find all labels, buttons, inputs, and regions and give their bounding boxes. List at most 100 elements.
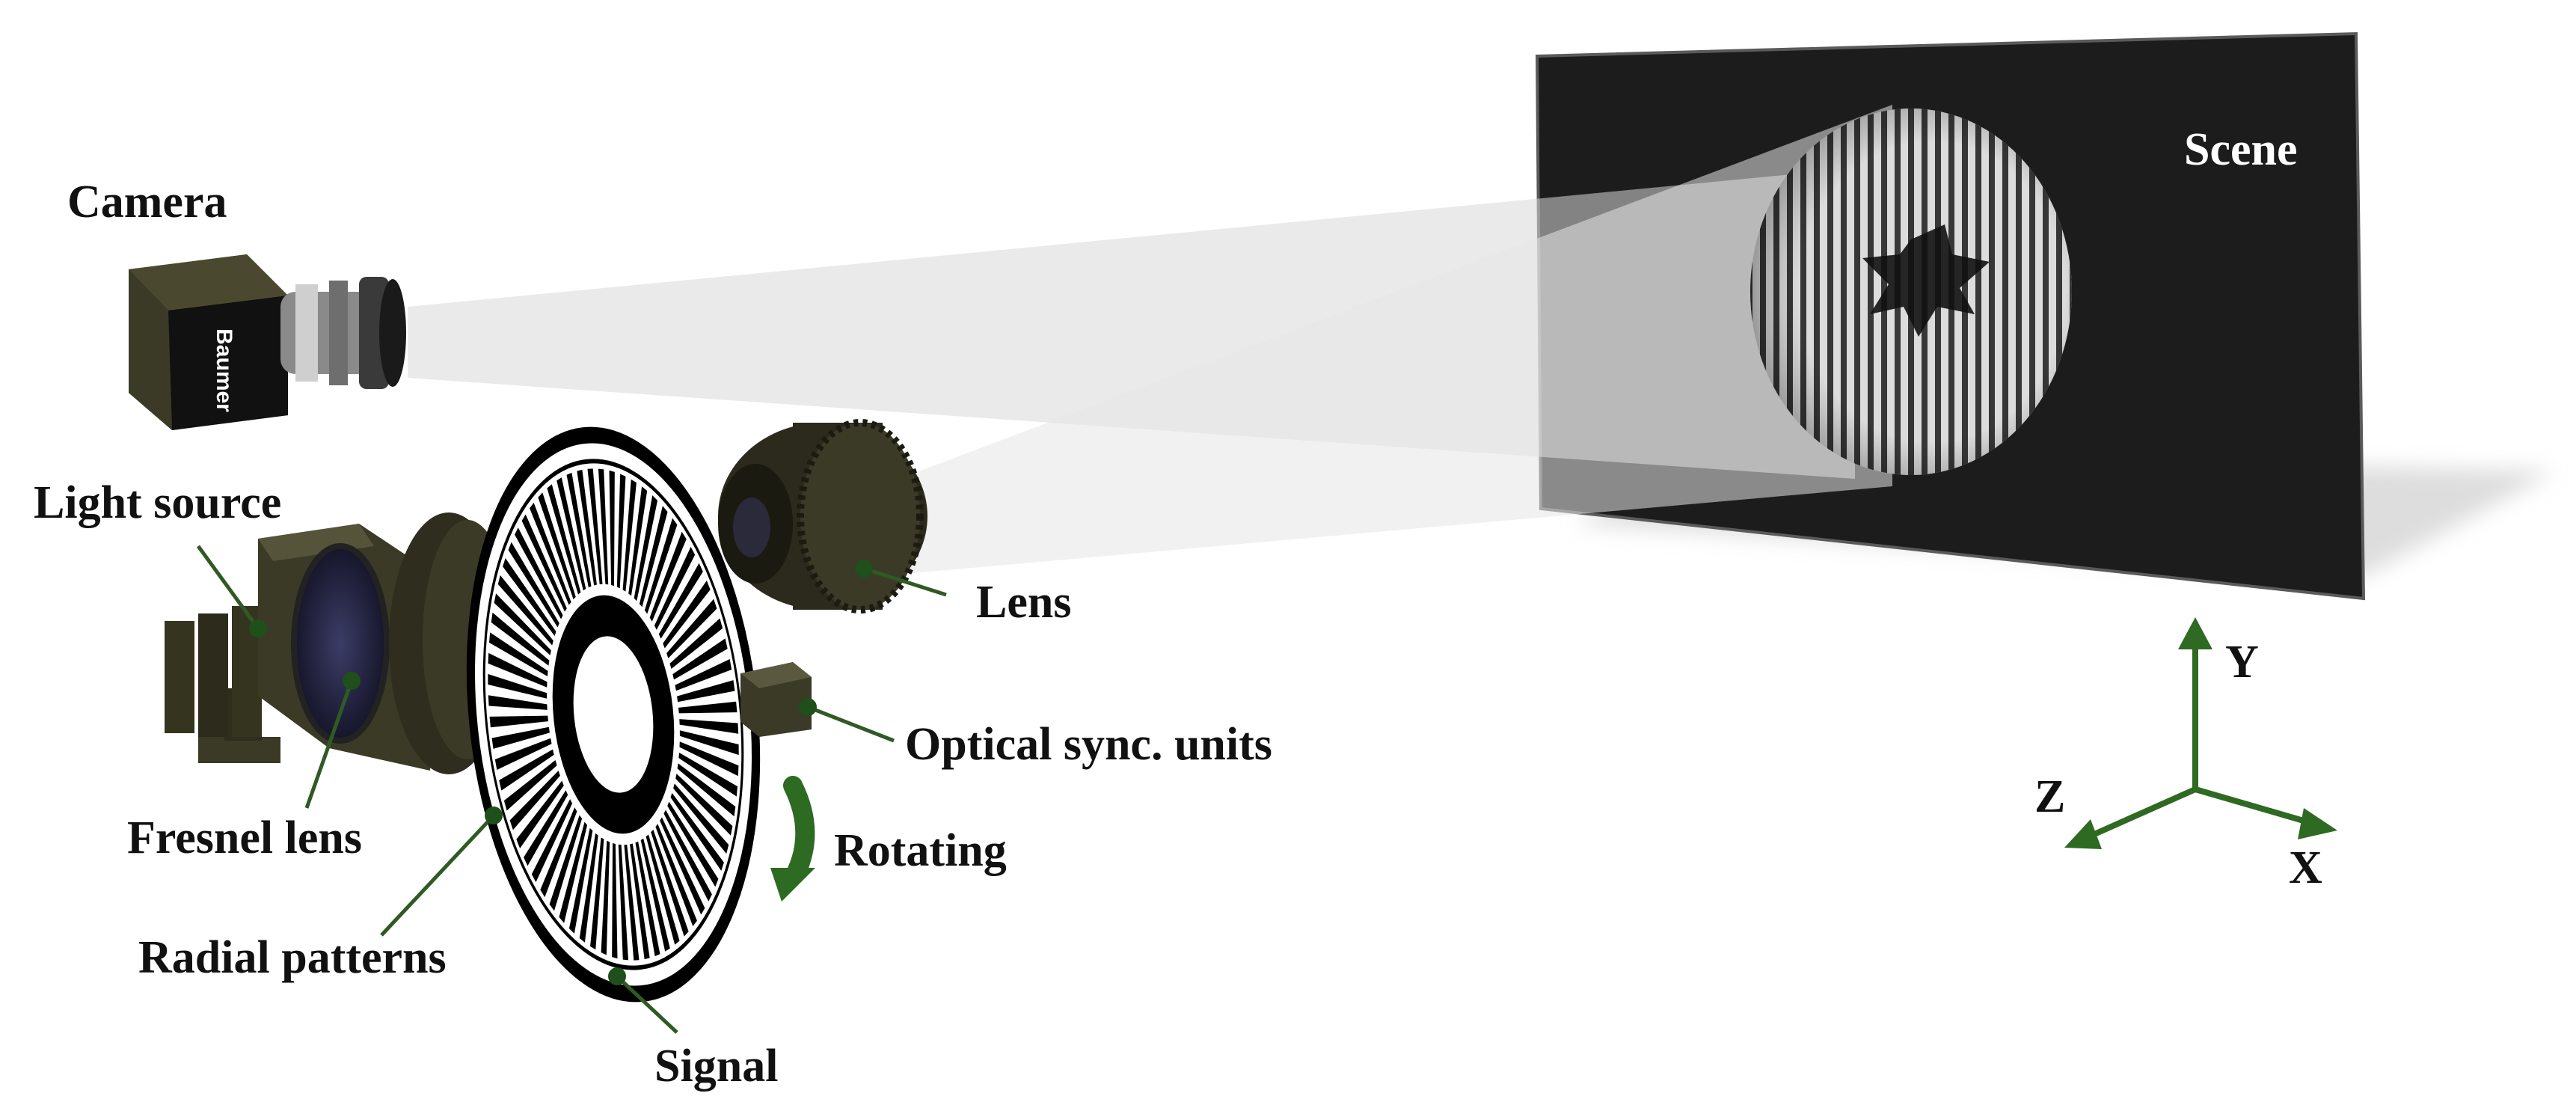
optical-sync-units-label: Optical sync. units bbox=[905, 719, 1272, 770]
object-silhouette bbox=[1862, 224, 1990, 337]
radial-spoke bbox=[639, 506, 668, 608]
light-source-label: Light source bbox=[34, 477, 281, 528]
radial-spoke bbox=[489, 715, 548, 728]
radial-spoke bbox=[624, 845, 640, 961]
rotating-label: Rotating bbox=[834, 825, 1007, 876]
radial-spoke bbox=[516, 780, 564, 849]
projection-lens bbox=[718, 419, 927, 613]
radial-spoke bbox=[503, 558, 556, 637]
radial-spoke bbox=[509, 771, 560, 830]
radial-spoke bbox=[566, 472, 592, 588]
fresnel-lens-glass bbox=[291, 543, 390, 744]
z-axis-arrowhead bbox=[2064, 819, 2102, 849]
radial-spoke bbox=[508, 542, 559, 628]
radial-spoke bbox=[521, 514, 567, 612]
radial-spoke bbox=[579, 833, 598, 943]
camera-brand-logo: Baumer bbox=[212, 328, 236, 412]
radial-spoke bbox=[679, 730, 739, 756]
rotation-arrow-head bbox=[770, 868, 815, 902]
radial-spoke bbox=[515, 527, 563, 619]
radial-spoke bbox=[601, 840, 610, 955]
radial-spoke bbox=[491, 726, 550, 749]
radial-spoke bbox=[538, 492, 576, 600]
radial-spoke bbox=[651, 829, 689, 937]
radial-spoke bbox=[488, 673, 548, 699]
radial-spoke bbox=[524, 790, 568, 866]
radial-spoke bbox=[540, 807, 577, 898]
radial-spoke bbox=[628, 486, 648, 596]
radial-spoke bbox=[634, 495, 658, 602]
radial-spoke bbox=[559, 821, 588, 923]
x-axis-label: X bbox=[2289, 842, 2322, 893]
scene-label: Scene bbox=[2184, 124, 2298, 175]
radial-spoke bbox=[663, 810, 712, 902]
radial-spoke bbox=[677, 680, 735, 703]
x-axis bbox=[2194, 786, 2313, 826]
radial-spoke bbox=[549, 815, 583, 911]
leader-lines bbox=[196, 545, 947, 1034]
radial-spoke bbox=[673, 783, 729, 854]
light-source bbox=[165, 512, 512, 774]
radial-spoke bbox=[499, 749, 554, 791]
radial-spoke bbox=[669, 618, 723, 669]
radial-spoke bbox=[649, 531, 687, 622]
coordinate-axes bbox=[2064, 617, 2337, 849]
radial-spoke bbox=[488, 652, 548, 688]
radial-pattern-disk bbox=[466, 426, 761, 1003]
radial-spoke bbox=[488, 695, 548, 710]
radial-spoke bbox=[556, 477, 586, 591]
x-axis-arrowhead bbox=[2298, 808, 2337, 839]
radial-spoke bbox=[503, 760, 557, 811]
fresnel-lens-leader bbox=[304, 680, 354, 809]
radial-spoke bbox=[640, 838, 670, 952]
radial-spoke bbox=[609, 470, 615, 587]
radial-spoke bbox=[644, 518, 678, 614]
signal-leader bbox=[616, 975, 678, 1034]
light-source-leader bbox=[196, 545, 260, 630]
radial-spoke bbox=[663, 580, 711, 649]
radial-spoke bbox=[622, 479, 637, 592]
lens-leader bbox=[863, 566, 947, 597]
z-axis bbox=[2093, 786, 2197, 837]
radial-spoke bbox=[590, 837, 604, 950]
radial-spoke bbox=[655, 824, 697, 927]
z-axis-label: Z bbox=[2034, 771, 2065, 822]
radial-spoke bbox=[678, 752, 738, 797]
radial-spoke bbox=[612, 842, 618, 959]
radial-spoke bbox=[531, 799, 573, 883]
radial-spoke bbox=[630, 843, 650, 960]
radial-spoke bbox=[654, 546, 696, 630]
radial-patterns-label: Radial patterns bbox=[138, 932, 447, 983]
leader-dots bbox=[249, 560, 873, 985]
y-axis-label: Y bbox=[2225, 637, 2259, 688]
signal-label: Signal bbox=[654, 1041, 778, 1092]
y-axis-arrowhead bbox=[2178, 617, 2212, 649]
camera-label: Camera bbox=[67, 177, 227, 227]
radial-spoke bbox=[667, 801, 719, 887]
radial-spoke bbox=[672, 638, 728, 680]
radial-spoke bbox=[491, 612, 550, 666]
radial-spoke bbox=[598, 468, 609, 585]
radial-spoke bbox=[678, 701, 737, 714]
radial-spoke bbox=[675, 774, 733, 836]
radial-spoke bbox=[494, 593, 551, 655]
radial-spoke bbox=[587, 468, 603, 584]
radial-spoke bbox=[635, 841, 660, 957]
radial-spoke bbox=[679, 741, 739, 777]
projection-beam bbox=[879, 105, 1892, 576]
radial-spoke bbox=[530, 502, 571, 605]
radial-spoke bbox=[660, 817, 705, 915]
optical-sync-unit bbox=[740, 662, 812, 737]
radial-spoke bbox=[679, 719, 739, 734]
radial-spoke bbox=[670, 792, 724, 871]
optical-sync-leader bbox=[807, 705, 895, 743]
disk-center-hole bbox=[573, 636, 654, 793]
radial-spoke bbox=[577, 469, 597, 586]
radial-spoke bbox=[568, 827, 593, 934]
radial-patterns bbox=[488, 468, 739, 961]
radial-spoke bbox=[616, 474, 626, 589]
radial-spoke bbox=[658, 563, 703, 639]
radial-patterns-leader bbox=[380, 814, 495, 937]
radial-spoke bbox=[618, 844, 629, 961]
